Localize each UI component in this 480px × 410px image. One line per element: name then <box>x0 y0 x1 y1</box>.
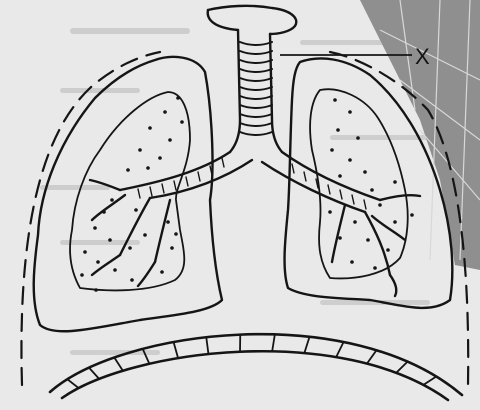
alveolus-dot <box>126 168 130 172</box>
alveolus-dot <box>386 248 390 252</box>
alveolus-dot <box>330 148 334 152</box>
alveolus-dot <box>348 158 352 162</box>
alveolus-dot <box>176 96 180 100</box>
alveolus-dot <box>170 246 174 250</box>
alveolus-dot <box>138 148 142 152</box>
alveolus-dot <box>393 220 397 224</box>
alveolus-dot <box>130 278 134 282</box>
alveolus-dot <box>333 98 337 102</box>
alveolus-dot <box>363 170 367 174</box>
alveolus-dot <box>353 220 357 224</box>
alveolus-dot <box>378 203 382 207</box>
alveolus-dot <box>410 213 414 217</box>
alveolus-dot <box>148 126 152 130</box>
alveolus-dot <box>350 260 354 264</box>
alveolus-dot <box>110 198 114 202</box>
alveolus-dot <box>356 136 360 140</box>
alveolus-dot <box>393 180 397 184</box>
alveolus-dot <box>336 128 340 132</box>
alveolus-dot <box>180 120 184 124</box>
alveolus-dot <box>348 110 352 114</box>
alveolus-dot <box>328 210 332 214</box>
alveolus-dot <box>373 266 377 270</box>
alveolus-dot <box>93 226 97 230</box>
alveolus-dot <box>168 138 172 142</box>
alveolus-dot <box>108 238 112 242</box>
pointer-label-x: X <box>415 44 430 69</box>
alveolus-dot <box>83 250 87 254</box>
alveolus-dot <box>366 238 370 242</box>
alveolus-dot <box>174 232 178 236</box>
alveolus-dot <box>80 273 84 277</box>
alveolus-dot <box>96 260 100 264</box>
alveolus-dot <box>163 110 167 114</box>
alveolus-dot <box>146 166 150 170</box>
alveolus-dot <box>128 246 132 250</box>
alveolus-dot <box>166 220 170 224</box>
alveolus-dot <box>102 210 106 214</box>
alveolus-dot <box>160 270 164 274</box>
alveolus-dot <box>134 208 138 212</box>
alveolus-dot <box>338 236 342 240</box>
alveolus-dot <box>94 288 98 292</box>
alveolus-dot <box>158 156 162 160</box>
alveolus-dot <box>143 233 147 237</box>
alveolus-dot <box>370 188 374 192</box>
alveolus-dot <box>113 268 117 272</box>
alveolus-dot <box>338 174 342 178</box>
